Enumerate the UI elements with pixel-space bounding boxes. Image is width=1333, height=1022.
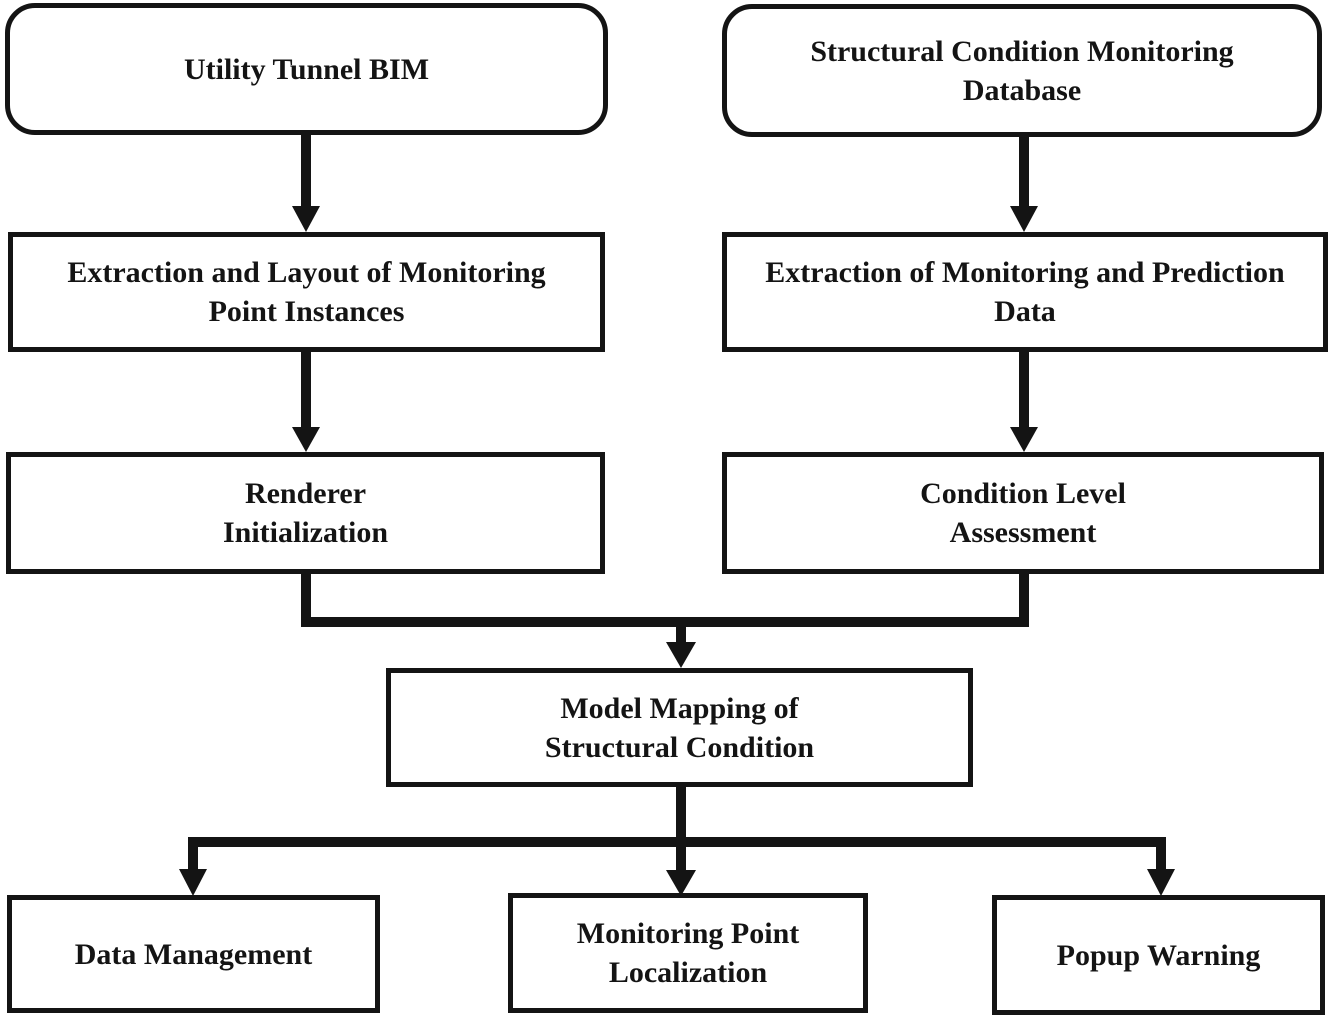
node-utility-tunnel-bim: Utility Tunnel BIM: [5, 3, 608, 135]
node-model-mapping-structural-condition: Model Mapping of Structural Condition: [386, 668, 973, 787]
edge-database-to-extraction-arrow: [1010, 135, 1038, 232]
node-popup-warning: Popup Warning: [992, 895, 1325, 1015]
node-extraction-monitoring-prediction-data-label: Extraction of Monitoring and Prediction …: [765, 256, 1285, 328]
node-data-management-label: Data Management: [74, 937, 313, 971]
node-extraction-layout-monitoring-points: Extraction and Layout of Monitoring Poin…: [8, 232, 605, 352]
edge-merge-connector: [301, 574, 1029, 668]
node-utility-tunnel-bim-label: Utility Tunnel BIM: [183, 52, 430, 86]
node-data-management: Data Management: [7, 895, 380, 1013]
node-structural-condition-monitoring-database-label: Structural Condition Monitoring Database: [810, 34, 1234, 107]
edge-branch-connector: [179, 787, 1175, 896]
node-condition-level-assessment-label: Condition Level Assessment: [920, 477, 1126, 549]
edge-utility-to-extraction-arrow: [292, 133, 320, 232]
node-structural-condition-monitoring-database: Structural Condition Monitoring Database: [722, 4, 1322, 137]
edge-extraction-to-condition-arrow: [1010, 352, 1038, 452]
node-model-mapping-structural-condition-label: Model Mapping of Structural Condition: [544, 691, 815, 764]
node-popup-warning-label: Popup Warning: [1056, 938, 1261, 972]
node-renderer-initialization-label: Renderer Initialization: [222, 477, 388, 549]
node-monitoring-point-localization: Monitoring Point Localization: [508, 893, 868, 1013]
edge-extraction-to-renderer-arrow: [292, 352, 320, 452]
node-monitoring-point-localization-label: Monitoring Point Localization: [576, 917, 800, 989]
node-renderer-initialization: Renderer Initialization: [6, 452, 605, 574]
node-extraction-layout-monitoring-points-label: Extraction and Layout of Monitoring Poin…: [67, 256, 546, 328]
node-extraction-monitoring-prediction-data: Extraction of Monitoring and Prediction …: [722, 232, 1328, 352]
node-condition-level-assessment: Condition Level Assessment: [722, 452, 1324, 574]
